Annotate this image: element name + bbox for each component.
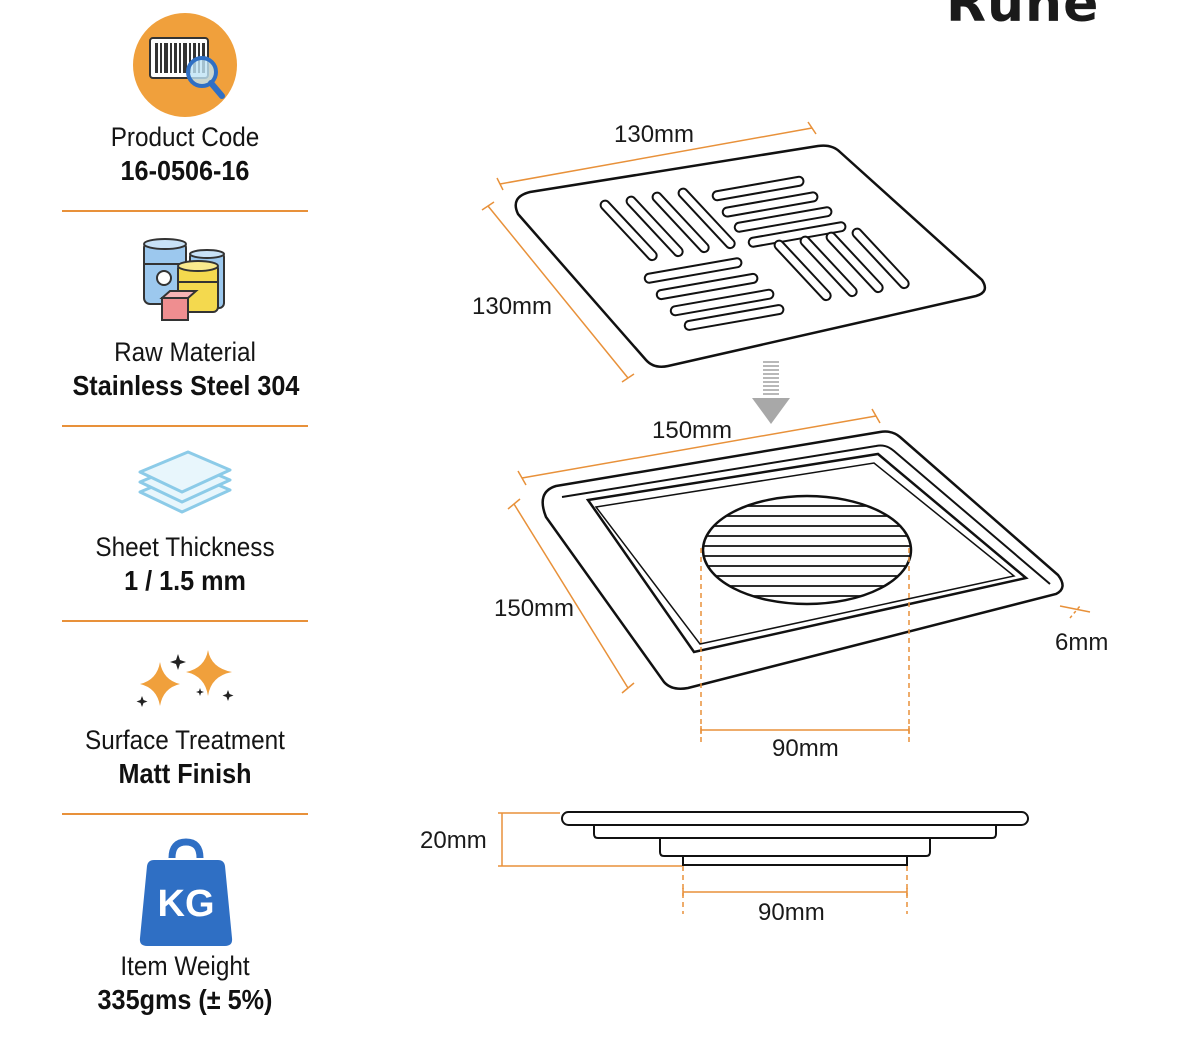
grate-dimension-lines	[481, 121, 817, 383]
stacked-sheets-icon	[138, 450, 232, 514]
rim-height-label: 6mm	[1055, 629, 1108, 656]
sparkles-icon	[136, 650, 234, 707]
spec-raw-material: Raw Material Stainless Steel 304	[60, 337, 310, 402]
material-drums-icon	[143, 238, 225, 321]
divider	[62, 425, 308, 427]
drain-body	[541, 430, 1064, 690]
brand-logo: Ruhe	[946, 0, 1100, 34]
spec-label: Surface Treatment	[85, 725, 285, 755]
divider	[62, 620, 308, 622]
kg-weight-icon: KG	[139, 838, 233, 946]
spec-value: 16-0506-16	[120, 155, 250, 186]
spec-item-weight: Item Weight 335gms (± 5%)	[60, 951, 310, 1016]
outlet-diameter-top-label: 90mm	[772, 735, 839, 762]
total-height-label: 20mm	[420, 827, 487, 854]
side-dimension-lines	[498, 812, 908, 914]
body-width-label: 150mm	[652, 417, 732, 444]
spec-label: Sheet Thickness	[95, 532, 275, 562]
spec-label: Raw Material	[114, 337, 256, 367]
outlet-diameter-side-label: 90mm	[758, 899, 825, 926]
spec-sheet-thickness: Sheet Thickness 1 / 1.5 mm	[60, 532, 310, 597]
assembly-arrow-icon	[752, 361, 790, 424]
kg-label: KG	[158, 883, 215, 925]
spec-value: 1 / 1.5 mm	[124, 565, 246, 596]
body-dimension-lines	[507, 408, 1091, 742]
spec-label: Product Code	[110, 122, 260, 152]
spec-product-code: Product Code 16-0506-16	[60, 122, 310, 187]
spec-value: 335gms (± 5%)	[97, 984, 273, 1015]
divider	[62, 210, 308, 212]
divider	[62, 813, 308, 815]
spec-value: Matt Finish	[118, 758, 252, 789]
grate-width-label: 130mm	[614, 121, 694, 148]
side-profile	[561, 811, 1029, 866]
grate-plate	[514, 144, 987, 368]
barcode-magnifier-icon	[133, 13, 237, 117]
body-depth-label: 150mm	[494, 595, 574, 622]
grate-depth-label: 130mm	[472, 293, 552, 320]
spec-label: Item Weight	[120, 951, 250, 981]
spec-surface-treatment: Surface Treatment Matt Finish	[60, 725, 310, 790]
grate-slots	[599, 175, 910, 331]
spec-value: Stainless Steel 304	[72, 370, 300, 401]
